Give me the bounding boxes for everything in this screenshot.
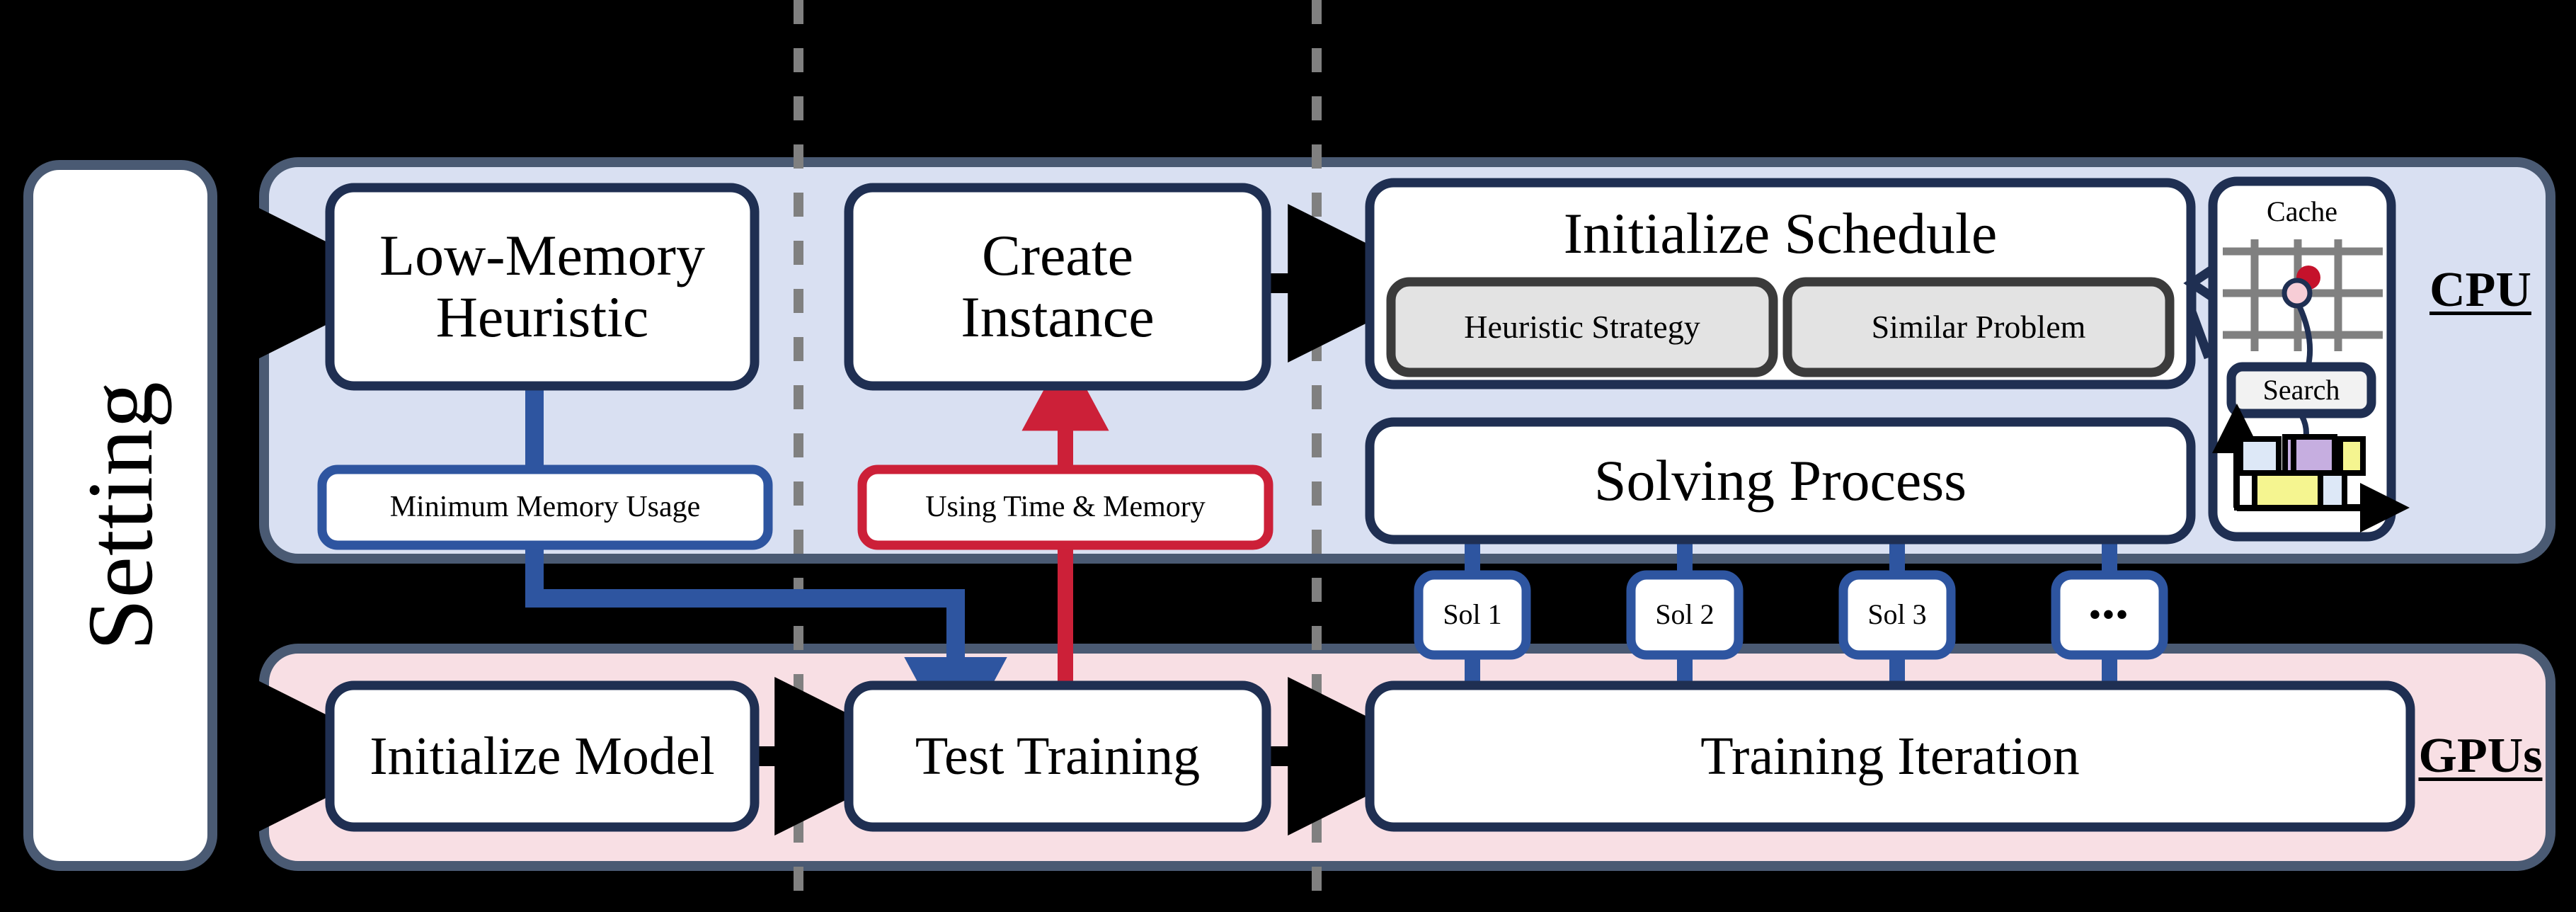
- phase-dividers-overlay: [794, 0, 1322, 912]
- box-low-memory-heuristic[interactable]: [325, 183, 760, 391]
- min-memory-feedback-route: [525, 382, 1007, 753]
- box-heuristic-strategy[interactable]: [1386, 277, 1778, 377]
- feedback-seg-badge-to-test-training: [525, 545, 1007, 753]
- badge-using-time-and-memory[interactable]: [857, 464, 1273, 550]
- box-initialize-model[interactable]: [325, 680, 760, 832]
- badge-sol-1[interactable]: [1414, 570, 1531, 660]
- setting-rail[interactable]: [23, 160, 217, 871]
- box-similar-problem[interactable]: [1782, 277, 2175, 377]
- box-test-training[interactable]: [844, 680, 1271, 832]
- badge-minimum-memory-usage[interactable]: [317, 464, 773, 550]
- box-create-instance[interactable]: [844, 183, 1271, 391]
- flow-arrows: [251, 204, 1447, 836]
- badge-sol-2[interactable]: [1626, 570, 1744, 660]
- badge-sol-more[interactable]: [2051, 570, 2168, 660]
- box-training-iteration[interactable]: [1365, 680, 2415, 832]
- cache-current-dot-icon: [2282, 278, 2313, 309]
- setting-rail-label-wrap: Setting: [28, 165, 212, 866]
- badge-sol-3[interactable]: [1838, 570, 1956, 660]
- cache-search-button[interactable]: [2226, 362, 2376, 418]
- gantt-illustration-icon: [2212, 404, 2410, 532]
- cache-bracket-lower: [2187, 283, 2214, 360]
- setting-rail-label: Setting: [68, 380, 173, 651]
- box-solving-process[interactable]: [1365, 417, 2196, 545]
